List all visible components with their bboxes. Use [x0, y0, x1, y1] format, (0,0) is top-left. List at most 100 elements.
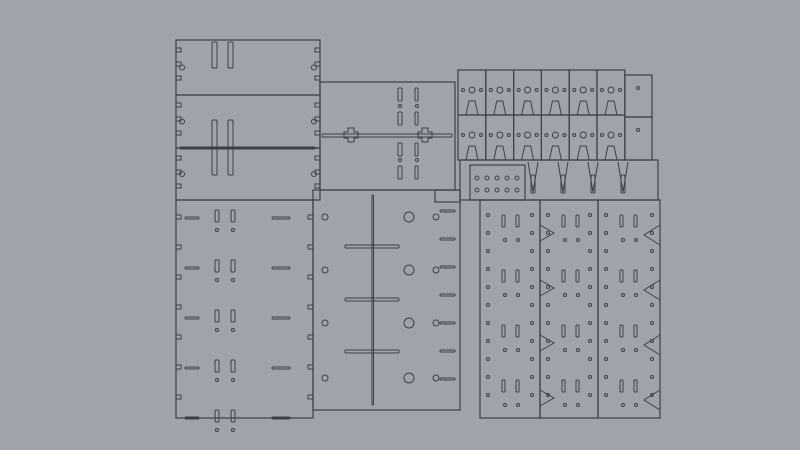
hole-cutout — [607, 131, 615, 139]
hole-cutout — [588, 303, 592, 307]
hole-cutout — [403, 211, 415, 223]
slot-cutout — [230, 409, 236, 423]
panel-outline — [469, 164, 526, 201]
slot-cutout — [344, 244, 400, 249]
hole-cutout — [403, 317, 415, 329]
hole-cutout — [468, 86, 476, 94]
slot-cutout — [590, 174, 596, 194]
slot-cutout — [439, 321, 456, 325]
hole-cutout — [516, 348, 520, 352]
hole-cutout — [231, 328, 235, 332]
hole-cutout — [634, 348, 638, 352]
hole-cutout — [588, 249, 592, 253]
hole-cutout — [503, 348, 507, 352]
hole-cutout — [650, 231, 654, 235]
v-notch — [643, 279, 661, 301]
hole-cutout — [588, 339, 592, 343]
hole-cutout — [321, 374, 329, 382]
slot-cutout — [439, 293, 456, 297]
hole-cutout — [544, 133, 549, 137]
v-notch — [548, 100, 562, 116]
hole-cutout — [650, 375, 654, 379]
slot-cutout — [575, 324, 580, 338]
slot-cutout — [214, 359, 220, 373]
hole-cutout — [588, 393, 592, 397]
hole-cutout — [588, 231, 592, 235]
hole-cutout — [530, 321, 534, 325]
tab-notch — [307, 364, 313, 370]
hole-cutout — [486, 231, 490, 235]
slot-cutout — [344, 297, 400, 302]
hole-cutout — [650, 357, 654, 361]
hole-cutout — [479, 88, 483, 92]
hole-cutout — [618, 88, 622, 92]
hole-cutout — [544, 88, 549, 92]
hole-cutout — [530, 357, 534, 361]
hole-cutout — [588, 357, 592, 361]
cross-cutout — [417, 127, 433, 143]
slot-cutout — [414, 142, 419, 157]
hole-cutout — [576, 238, 580, 242]
hole-cutout — [551, 131, 559, 139]
hole-cutout — [506, 88, 511, 92]
hole-cutout — [530, 393, 534, 397]
tab-notch — [314, 47, 320, 53]
hole-cutout — [432, 374, 440, 382]
hole-cutout — [604, 375, 608, 379]
tab-notch — [307, 334, 313, 340]
v-notch — [617, 161, 629, 193]
hole-cutout — [546, 321, 550, 325]
hole-cutout — [588, 267, 592, 271]
hole-cutout — [530, 249, 534, 253]
hole-cutout — [588, 375, 592, 379]
slot-cutout — [575, 214, 580, 228]
panel-outline — [597, 199, 661, 419]
hole-cutout — [479, 133, 483, 137]
slot-cutout — [214, 309, 220, 323]
slot-cutout — [439, 349, 456, 353]
hole-cutout — [524, 131, 532, 139]
slot-cutout — [271, 266, 291, 270]
slot-cutout — [271, 366, 291, 370]
v-notch — [587, 161, 599, 193]
slot-cutout — [439, 265, 456, 269]
slot-cutout — [633, 269, 638, 283]
hole-cutout — [179, 64, 185, 71]
v-notch — [604, 145, 618, 161]
hole-cutout — [572, 88, 577, 92]
hole-cutout — [604, 303, 608, 307]
hole-cutout — [468, 131, 476, 139]
hole-cutout — [486, 267, 490, 271]
slot-cutout — [439, 237, 456, 241]
slot-cutout — [619, 214, 624, 228]
slot-cutout — [184, 316, 200, 320]
panel-outline — [624, 116, 653, 161]
tab-notch — [176, 47, 182, 53]
hole-cutout — [563, 403, 567, 407]
slot-cutout — [321, 133, 453, 138]
hole-cutout — [588, 213, 592, 217]
hole-cutout — [530, 213, 534, 217]
hole-cutout — [650, 267, 654, 271]
tab-notch — [176, 75, 182, 81]
tab-notch — [307, 304, 313, 310]
hole-cutout — [504, 187, 510, 193]
hole-cutout — [504, 175, 510, 181]
hole-cutout — [503, 238, 507, 242]
hole-cutout — [516, 133, 521, 137]
hole-cutout — [600, 133, 604, 137]
hole-cutout — [503, 403, 507, 407]
slot-cutout — [371, 194, 374, 406]
hole-cutout — [514, 187, 520, 193]
v-notch — [465, 145, 479, 161]
hole-cutout — [600, 88, 604, 92]
hole-cutout — [579, 131, 587, 139]
hole-cutout — [636, 128, 640, 132]
hole-cutout — [311, 64, 317, 71]
v-notch — [643, 389, 661, 411]
hole-cutout — [579, 86, 587, 94]
hole-cutout — [488, 133, 493, 137]
hole-cutout — [321, 319, 329, 327]
